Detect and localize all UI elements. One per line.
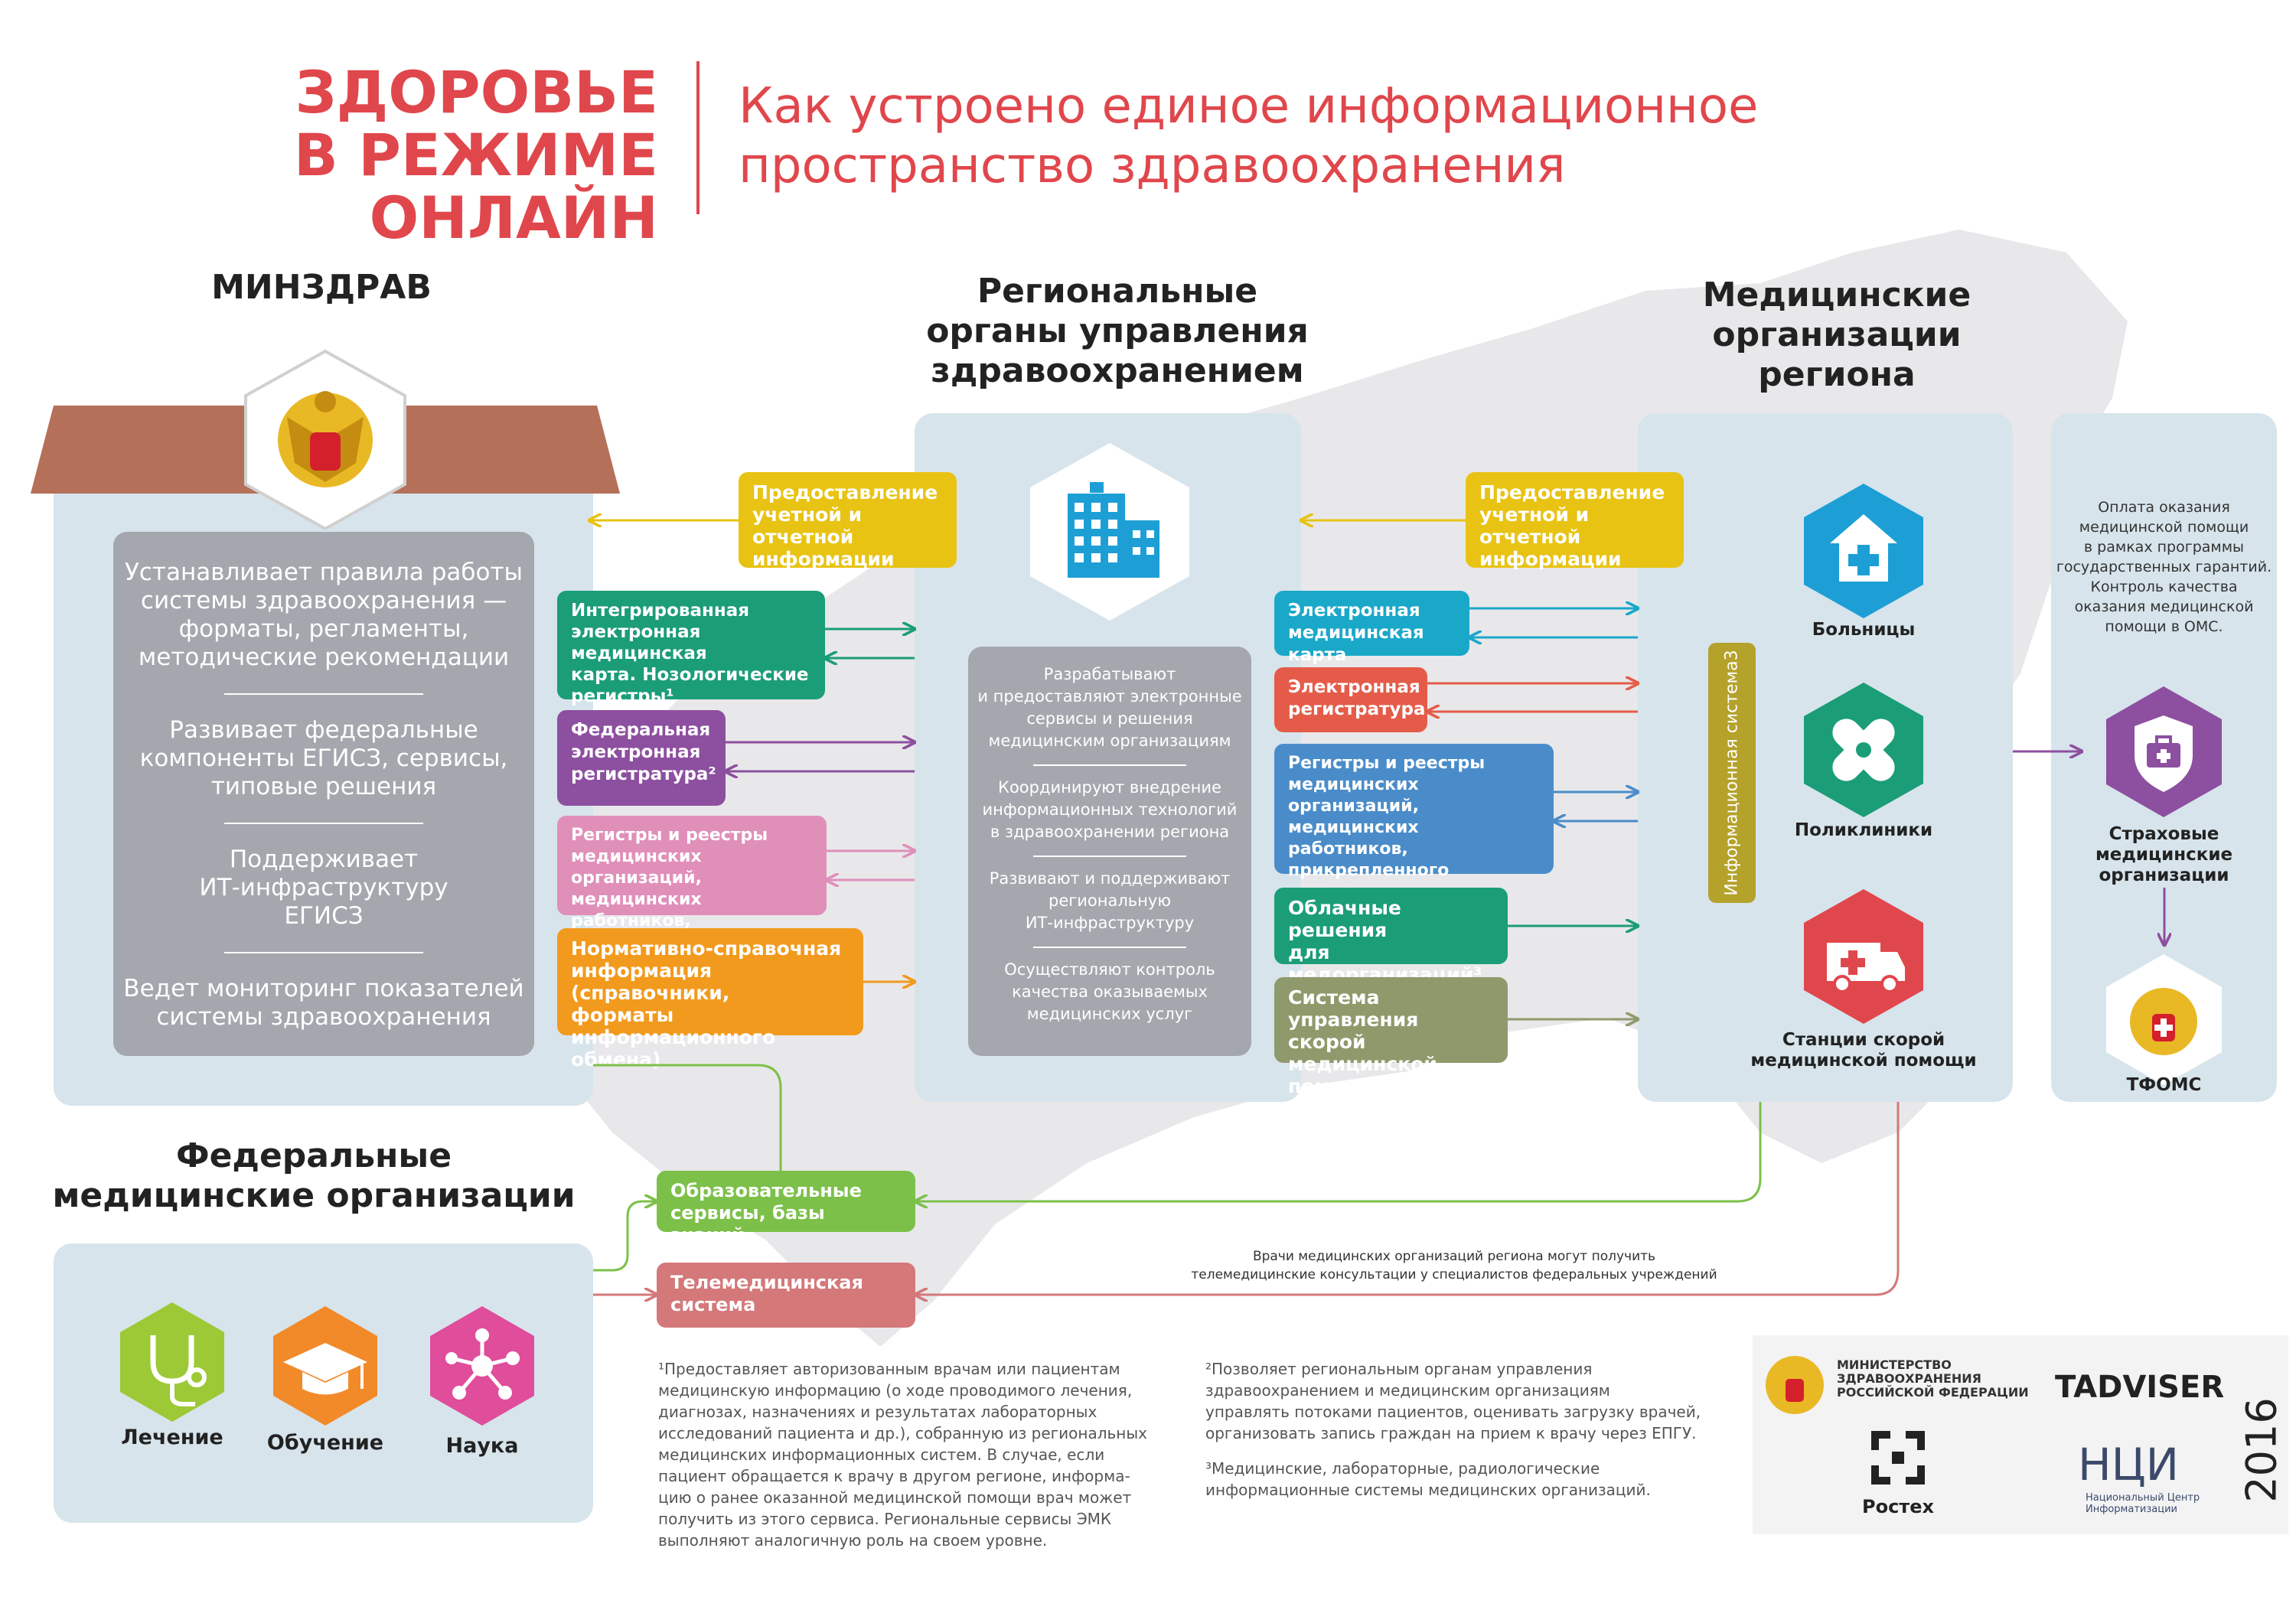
tfoms-emblem-icon: [2106, 954, 2222, 1085]
right-tag-reporting: Предоставление учетной и отчетной информ…: [1466, 472, 1684, 570]
nci-logo-subtitle: Национальный Центр Информатизации: [2086, 1492, 2200, 1515]
federal-title: Федеральные медицинские организации: [52, 1136, 576, 1215]
hospitals-label: Больницы: [1812, 620, 1916, 640]
regional-item-2: Координируют внедрение информационных те…: [982, 778, 1238, 841]
minzdrav-item-1: Устанавливает правила работы системы здр…: [124, 559, 523, 671]
rostec-logo-text: Ростех: [1862, 1496, 1934, 1517]
nci-logo: НЦИ: [2078, 1439, 2180, 1491]
separator: [1033, 947, 1186, 948]
separator: [224, 952, 423, 953]
ambulance-label: Станции скорой медицинской помощи: [1750, 1030, 1977, 1071]
left-tag-reporting: Предоставление учетной и отчетной информ…: [739, 472, 957, 570]
telemedicine-note: Врачи медицинских организаций региона мо…: [1191, 1249, 1717, 1282]
left-tag-registry: Федеральная электронная регистратура²: [557, 710, 726, 806]
footnote-3: ³Медицинские, лабораторные, радиологичес…: [1205, 1459, 1651, 1499]
tadviser-logo: TADVISER: [2055, 1370, 2225, 1405]
separator: [1033, 855, 1186, 857]
regional-item-4: Осуществляют контроль качества оказываем…: [1004, 960, 1215, 1023]
footnote-1: ¹Предоставляет авторизованным врачам или…: [658, 1360, 1147, 1550]
main-title: ЗДОРОВЬЕ В РЕЖИМЕ ОНЛАЙН: [293, 58, 658, 252]
ministry-logo-text: МИНИСТЕРСТВО ЗДРАВООХРАНЕНИЯ РОССИЙСКОЙ …: [1837, 1357, 2029, 1400]
right-tag-ambulance-system: Система управления скорой медицинской по…: [1274, 977, 1508, 1097]
separator: [224, 823, 423, 824]
logos-panel: [1753, 1335, 2288, 1534]
minzdrav-functions-box: Устанавливает правила работы системы здр…: [113, 532, 534, 1056]
left-tag-emk: Интегрированная электронная медицинская …: [557, 591, 825, 706]
ministry-logo-icon: [1766, 1356, 1824, 1414]
right-tag-emk: Электронная медицинская карта: [1274, 591, 1469, 665]
subtitle: Как устроено единое информационное прост…: [739, 78, 1759, 194]
regional-item-3: Развивают и поддерживают региональную ИТ…: [989, 869, 1231, 932]
separator: [1033, 764, 1186, 766]
regional-building-icon: [1030, 443, 1189, 621]
insurance-icon: [2106, 686, 2222, 817]
science-label: Наука: [445, 1434, 519, 1458]
education-label: Обучение: [266, 1431, 384, 1455]
minzdrav-title: МИНЗДРАВ: [211, 268, 432, 307]
minzdrav-item-4: Ведет мониторинг показателей системы здр…: [123, 975, 524, 1031]
rostec-logo-icon: [1871, 1431, 1925, 1484]
title-divider: [696, 61, 700, 214]
bandage-icon: [1804, 683, 1923, 817]
separator: [224, 693, 423, 695]
right-tag-registry: Электронная регистратура: [1274, 667, 1427, 732]
polyclinics-label: Поликлиники: [1794, 820, 1933, 840]
minzdrav-item-3: Поддерживает ИТ-инфраструктуру ЕГИСЗ: [199, 846, 448, 930]
regional-title: Региональные органы управления здравоохр…: [926, 272, 1309, 390]
insurance-text: Оплата оказания медицинской помощи в рам…: [2056, 499, 2272, 635]
year-label: 2016: [2237, 1397, 2286, 1503]
treatment-label: Лечение: [121, 1426, 223, 1449]
stethoscope-icon: [120, 1302, 224, 1422]
left-tag-nsi: Нормативно-справочная информация (справо…: [557, 928, 863, 1071]
ministry-emblem-icon: [244, 349, 406, 531]
regional-item-1: Разрабатывают и предоставляют электронны…: [977, 665, 1242, 750]
education-services-tag: Образовательные сервисы, базы знаний: [657, 1171, 915, 1246]
footnote-2: ²Позволяет региональным органам управлен…: [1205, 1360, 1701, 1442]
regional-functions-box: Разрабатывают и предоставляют электронны…: [968, 647, 1251, 1056]
tfoms-label: ТФОМС: [2126, 1075, 2202, 1095]
insurers-label: Страховые медицинские организации: [2095, 824, 2233, 885]
ambulance-icon: [1804, 889, 1923, 1024]
info-system-bar: Информационная система3: [1708, 643, 1756, 903]
medorg-title: Медицинские организации региона: [1702, 275, 1971, 394]
molecule-icon: [430, 1306, 534, 1426]
minzdrav-item-2: Развивает федеральные компоненты ЕГИСЗ, …: [139, 716, 508, 800]
telemedicine-tag: Телемедицинская система: [657, 1263, 915, 1328]
graduation-cap-icon: [273, 1306, 377, 1426]
hospital-icon: [1804, 484, 1923, 618]
